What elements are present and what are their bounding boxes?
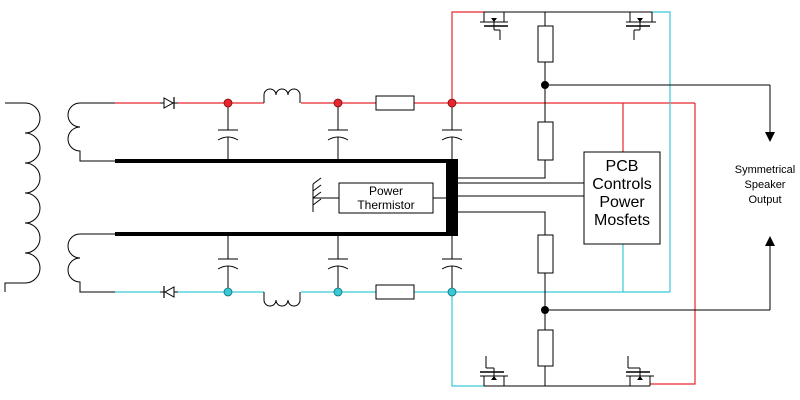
junction-dot-red-2 <box>333 98 343 108</box>
junction-dot-cyan-3 <box>447 287 457 297</box>
positive-rail <box>115 11 696 385</box>
ground-links <box>458 160 584 235</box>
negative-return-wire <box>652 11 671 292</box>
capacitor-upper-3 <box>441 103 463 161</box>
pcb-control-box: PCB Controls Power Mosfets <box>583 151 661 245</box>
diode-lower <box>160 286 178 298</box>
resistor-upper <box>375 95 415 111</box>
junction-dot-red-3 <box>447 98 457 108</box>
output-node-lower <box>541 306 549 314</box>
thermistor-label-line1: Power <box>369 184 403 198</box>
output-label-line2: Speaker <box>745 179 786 191</box>
inductor-upper <box>263 88 301 103</box>
output-arrow-up <box>765 236 775 246</box>
negative-rail <box>115 11 671 387</box>
transformer-primary-winding <box>4 102 41 292</box>
pcb-label-line4: Mosfets <box>594 212 650 229</box>
transformer-secondary-upper <box>67 102 115 162</box>
positive-return-wire <box>650 103 696 385</box>
output-stage-lower <box>537 234 771 386</box>
thermistor-label-line2: Thermistor <box>357 198 414 212</box>
bias-resistor-upper <box>537 121 554 161</box>
negative-rail-riser <box>451 292 484 387</box>
speaker-output-label: Symmetrical Speaker Output <box>735 164 796 206</box>
mosfet-upper-right <box>545 11 656 40</box>
diode-upper <box>160 97 178 109</box>
power-thermistor: Power Thermistor <box>313 182 446 214</box>
mosfet-lower-right <box>545 356 654 387</box>
capacitor-lower-3 <box>441 234 463 292</box>
pcb-label-line3: Power <box>599 194 645 211</box>
capacitor-lower-2 <box>327 234 349 292</box>
ground-bus-bar <box>446 159 458 236</box>
transformer <box>4 102 115 293</box>
output-stage-upper <box>537 12 771 161</box>
capacitor-upper-2 <box>327 103 349 161</box>
output-label-line1: Symmetrical <box>735 164 796 176</box>
inductor-lower <box>263 292 301 307</box>
junction-dot-cyan-2 <box>333 287 343 297</box>
capacitor-lower-1 <box>217 234 239 292</box>
output-label-line3: Output <box>748 194 781 206</box>
source-resistor-lower <box>537 329 554 367</box>
mosfet-upper-left <box>480 11 545 40</box>
pcb-label-line2: Controls <box>592 176 652 193</box>
source-resistor-upper <box>537 25 554 63</box>
resistor-lower <box>375 284 415 300</box>
output-arrow-down <box>765 132 775 142</box>
junction-dot-red-1 <box>223 98 233 108</box>
bias-resistor-lower <box>537 234 554 274</box>
mosfet-lower-left <box>480 356 545 387</box>
capacitor-upper-1 <box>217 103 239 161</box>
chassis-ground-icon <box>312 177 322 212</box>
transformer-secondary-lower <box>67 233 115 293</box>
positive-rail-riser <box>451 11 484 103</box>
output-node-upper <box>541 81 549 89</box>
pcb-label-line1: PCB <box>606 158 639 175</box>
junction-dot-cyan-1 <box>223 287 233 297</box>
